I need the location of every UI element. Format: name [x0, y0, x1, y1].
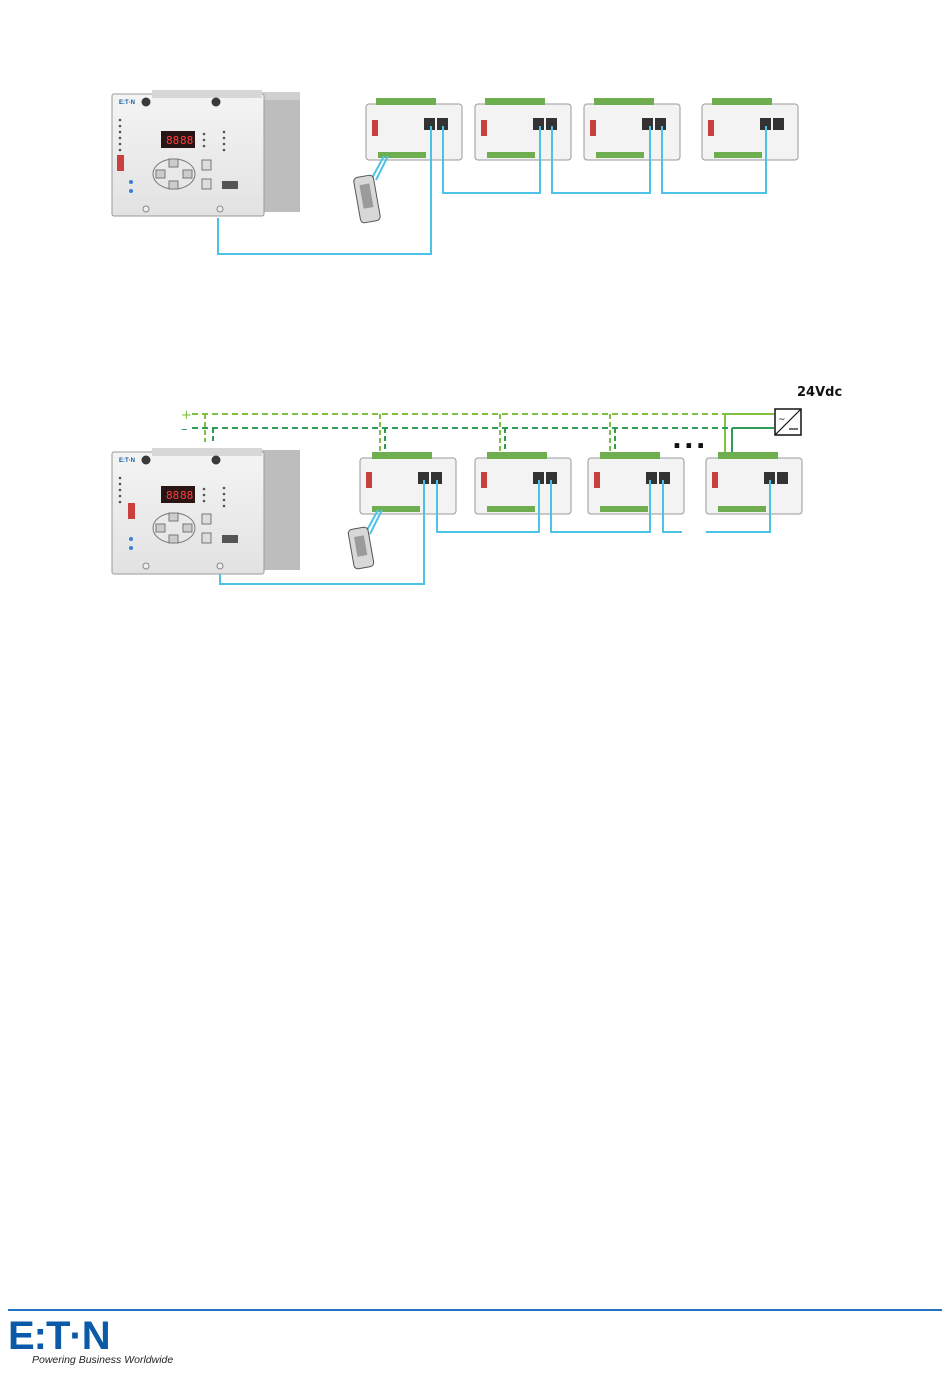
svg-text:~: ~ — [778, 415, 786, 425]
svg-text:88: 88 — [166, 489, 179, 502]
svg-text:88: 88 — [180, 489, 193, 502]
eaton-logo: E:T·N — [8, 1316, 110, 1356]
io-module-7 — [588, 452, 684, 514]
more-modules-ellipsis: ... — [672, 425, 708, 455]
io-module-6 — [475, 452, 571, 514]
power-supply: ~ — [775, 409, 801, 435]
plus-symbol: + — [181, 408, 192, 423]
io-module-4 — [702, 98, 798, 160]
minus-symbol: – — [181, 422, 188, 437]
sensor-probe-1 — [353, 156, 388, 223]
svg-text:E:T·N: E:T·N — [119, 458, 135, 464]
footer-tagline: Powering Business Worldwide — [32, 1354, 173, 1366]
io-module-5 — [360, 452, 456, 514]
svg-text:88: 88 — [180, 134, 193, 147]
sensor-probe-2 — [348, 510, 382, 569]
io-module-3 — [584, 98, 680, 160]
io-module-2 — [475, 98, 571, 160]
power-supply-label: 24Vdc — [797, 385, 842, 400]
footer-divider — [8, 1309, 942, 1311]
relay-device-2: E:T·N 88 88 — [112, 448, 300, 574]
io-module-8 — [706, 452, 802, 514]
svg-text:E:T·N: E:T·N — [119, 100, 135, 106]
svg-text:88: 88 — [166, 134, 179, 147]
relay-device-1: E:T·N 88 88 — [112, 90, 300, 216]
io-module-1 — [366, 98, 462, 160]
